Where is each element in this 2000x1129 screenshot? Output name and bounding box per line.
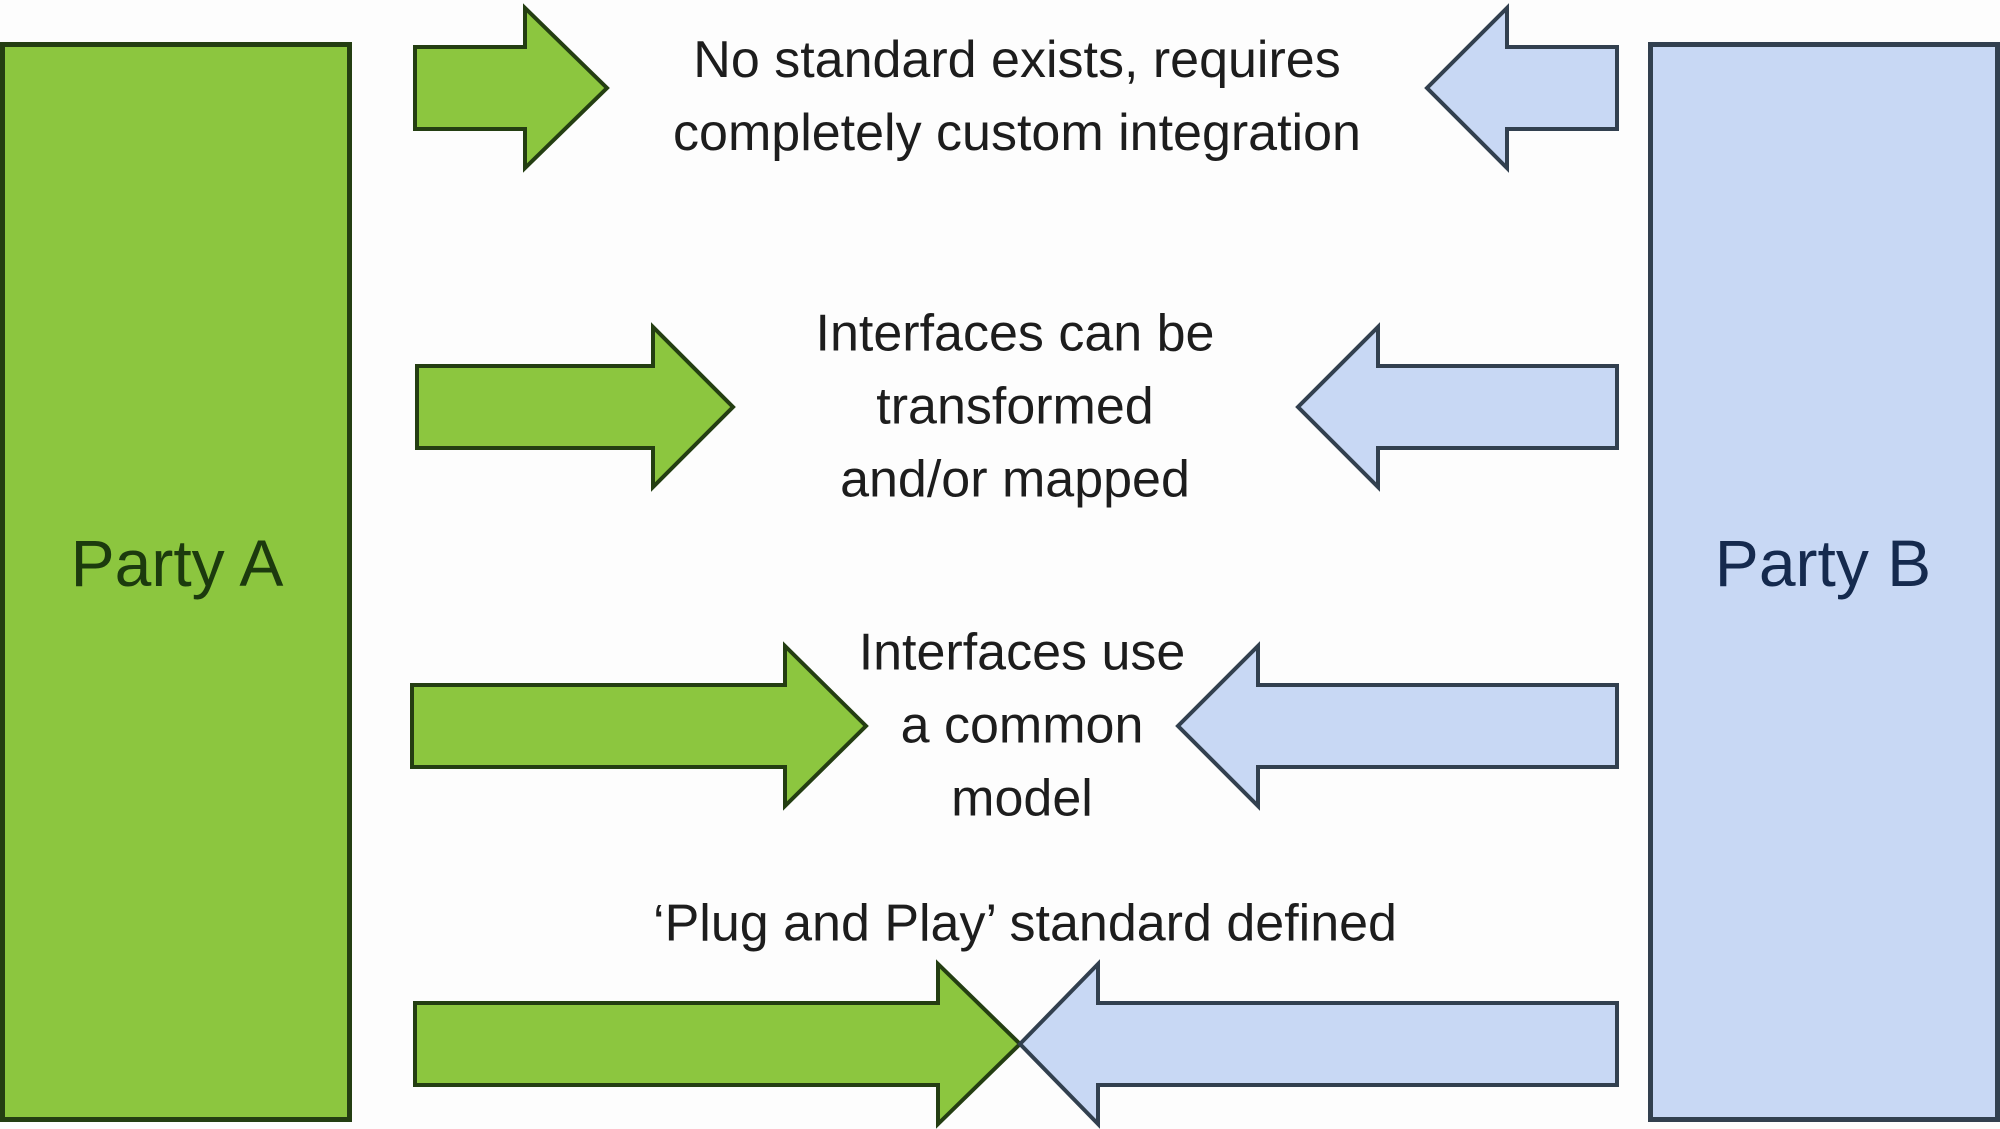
row-2-party-a-arrow-right-icon	[415, 322, 736, 492]
row-4-label: ‘Plug and Play’ standard defined	[653, 888, 1397, 961]
row-4-party-a-arrow-right-icon	[413, 959, 1023, 1129]
party-a-box	[0, 42, 352, 1122]
row-3-label-line-3: model	[951, 769, 1093, 828]
row-3-label-line-1: Interfaces use	[858, 623, 1186, 682]
row-4-party-b-arrow-left-icon	[1017, 959, 1619, 1129]
row-4-label-line-1: ‘Plug and Play’ standard defined	[653, 894, 1397, 953]
row-3-party-a-arrow-right-icon	[410, 641, 869, 811]
row-3-party-b-arrow-left-icon	[1175, 641, 1619, 811]
row-3-label: Interfaces use a common model	[859, 617, 1186, 836]
party-b-box	[1648, 42, 2000, 1122]
row-2-party-b-arrow-left-icon	[1295, 322, 1619, 492]
row-2-label-line-3: and/or mapped	[840, 450, 1190, 509]
row-2-label-line-1: Interfaces can be	[815, 304, 1215, 363]
row-1-party-b-arrow-left-icon	[1424, 3, 1619, 173]
row-1-party-a-arrow-right-icon	[413, 3, 610, 173]
row-2-label-line-2: transformed	[876, 377, 1154, 436]
party-a-label: Party A	[70, 526, 284, 600]
party-b-label: Party B	[1714, 526, 1932, 600]
row-1-label-line-2: completely custom integration	[673, 104, 1361, 162]
row-1-label-line-1: No standard exists, requires	[693, 31, 1341, 89]
row-3-label-line-2: a common	[900, 696, 1144, 755]
row-2-label: Interfaces can be transformed and/or map…	[816, 298, 1215, 517]
row-1-label: No standard exists, requires completely …	[673, 24, 1361, 170]
